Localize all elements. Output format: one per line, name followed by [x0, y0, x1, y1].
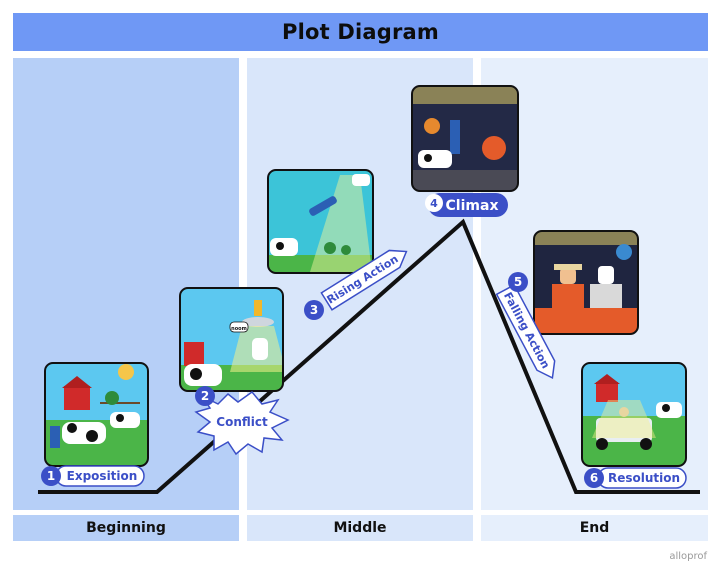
falling-action-illustration [533, 230, 639, 335]
resolution-illustration [581, 362, 687, 467]
speech-bubble-text: noom [231, 326, 247, 332]
exposition-number: 1 [47, 469, 55, 483]
resolution-label: Resolution [608, 471, 680, 485]
section-label-end: End [481, 515, 708, 541]
climax-label: Climax [446, 198, 499, 214]
section-label-middle: Middle [247, 515, 473, 541]
resolution-badge [584, 468, 604, 488]
exposition-label: Exposition [67, 469, 138, 483]
climax-illustration [411, 85, 519, 192]
climax-tag [428, 193, 508, 217]
exposition-badge [41, 466, 61, 486]
falling-action-arrow [495, 283, 556, 380]
conflict-burst-shape [194, 390, 290, 456]
climax-badge [425, 194, 443, 212]
stage-conflict: Conflict 2 [194, 386, 290, 456]
conflict-label: Conflict [216, 415, 268, 429]
rising-action-number: 3 [310, 303, 318, 317]
exposition-illustration [44, 362, 149, 467]
resolution-number: 6 [590, 471, 598, 485]
page-title: Plot Diagram [13, 13, 708, 51]
rising-action-illustration [267, 169, 374, 274]
section-label-beginning: Beginning [13, 515, 239, 541]
conflict-number: 2 [201, 389, 209, 403]
rising-action-arrow [320, 249, 408, 311]
falling-action-number: 5 [514, 275, 522, 289]
stage-exposition: Exposition 1 [41, 465, 145, 487]
conflict-badge [195, 386, 215, 406]
stage-climax: Climax 4 [425, 193, 508, 217]
plot-line [38, 218, 700, 494]
stage-resolution: Resolution 6 [584, 467, 687, 489]
conflict-illustration: noom [179, 287, 284, 392]
falling-action-badge [508, 272, 528, 292]
climax-number: 4 [430, 197, 438, 210]
alloprof-watermark: alloprof [669, 551, 707, 562]
rising-action-badge [304, 300, 324, 320]
